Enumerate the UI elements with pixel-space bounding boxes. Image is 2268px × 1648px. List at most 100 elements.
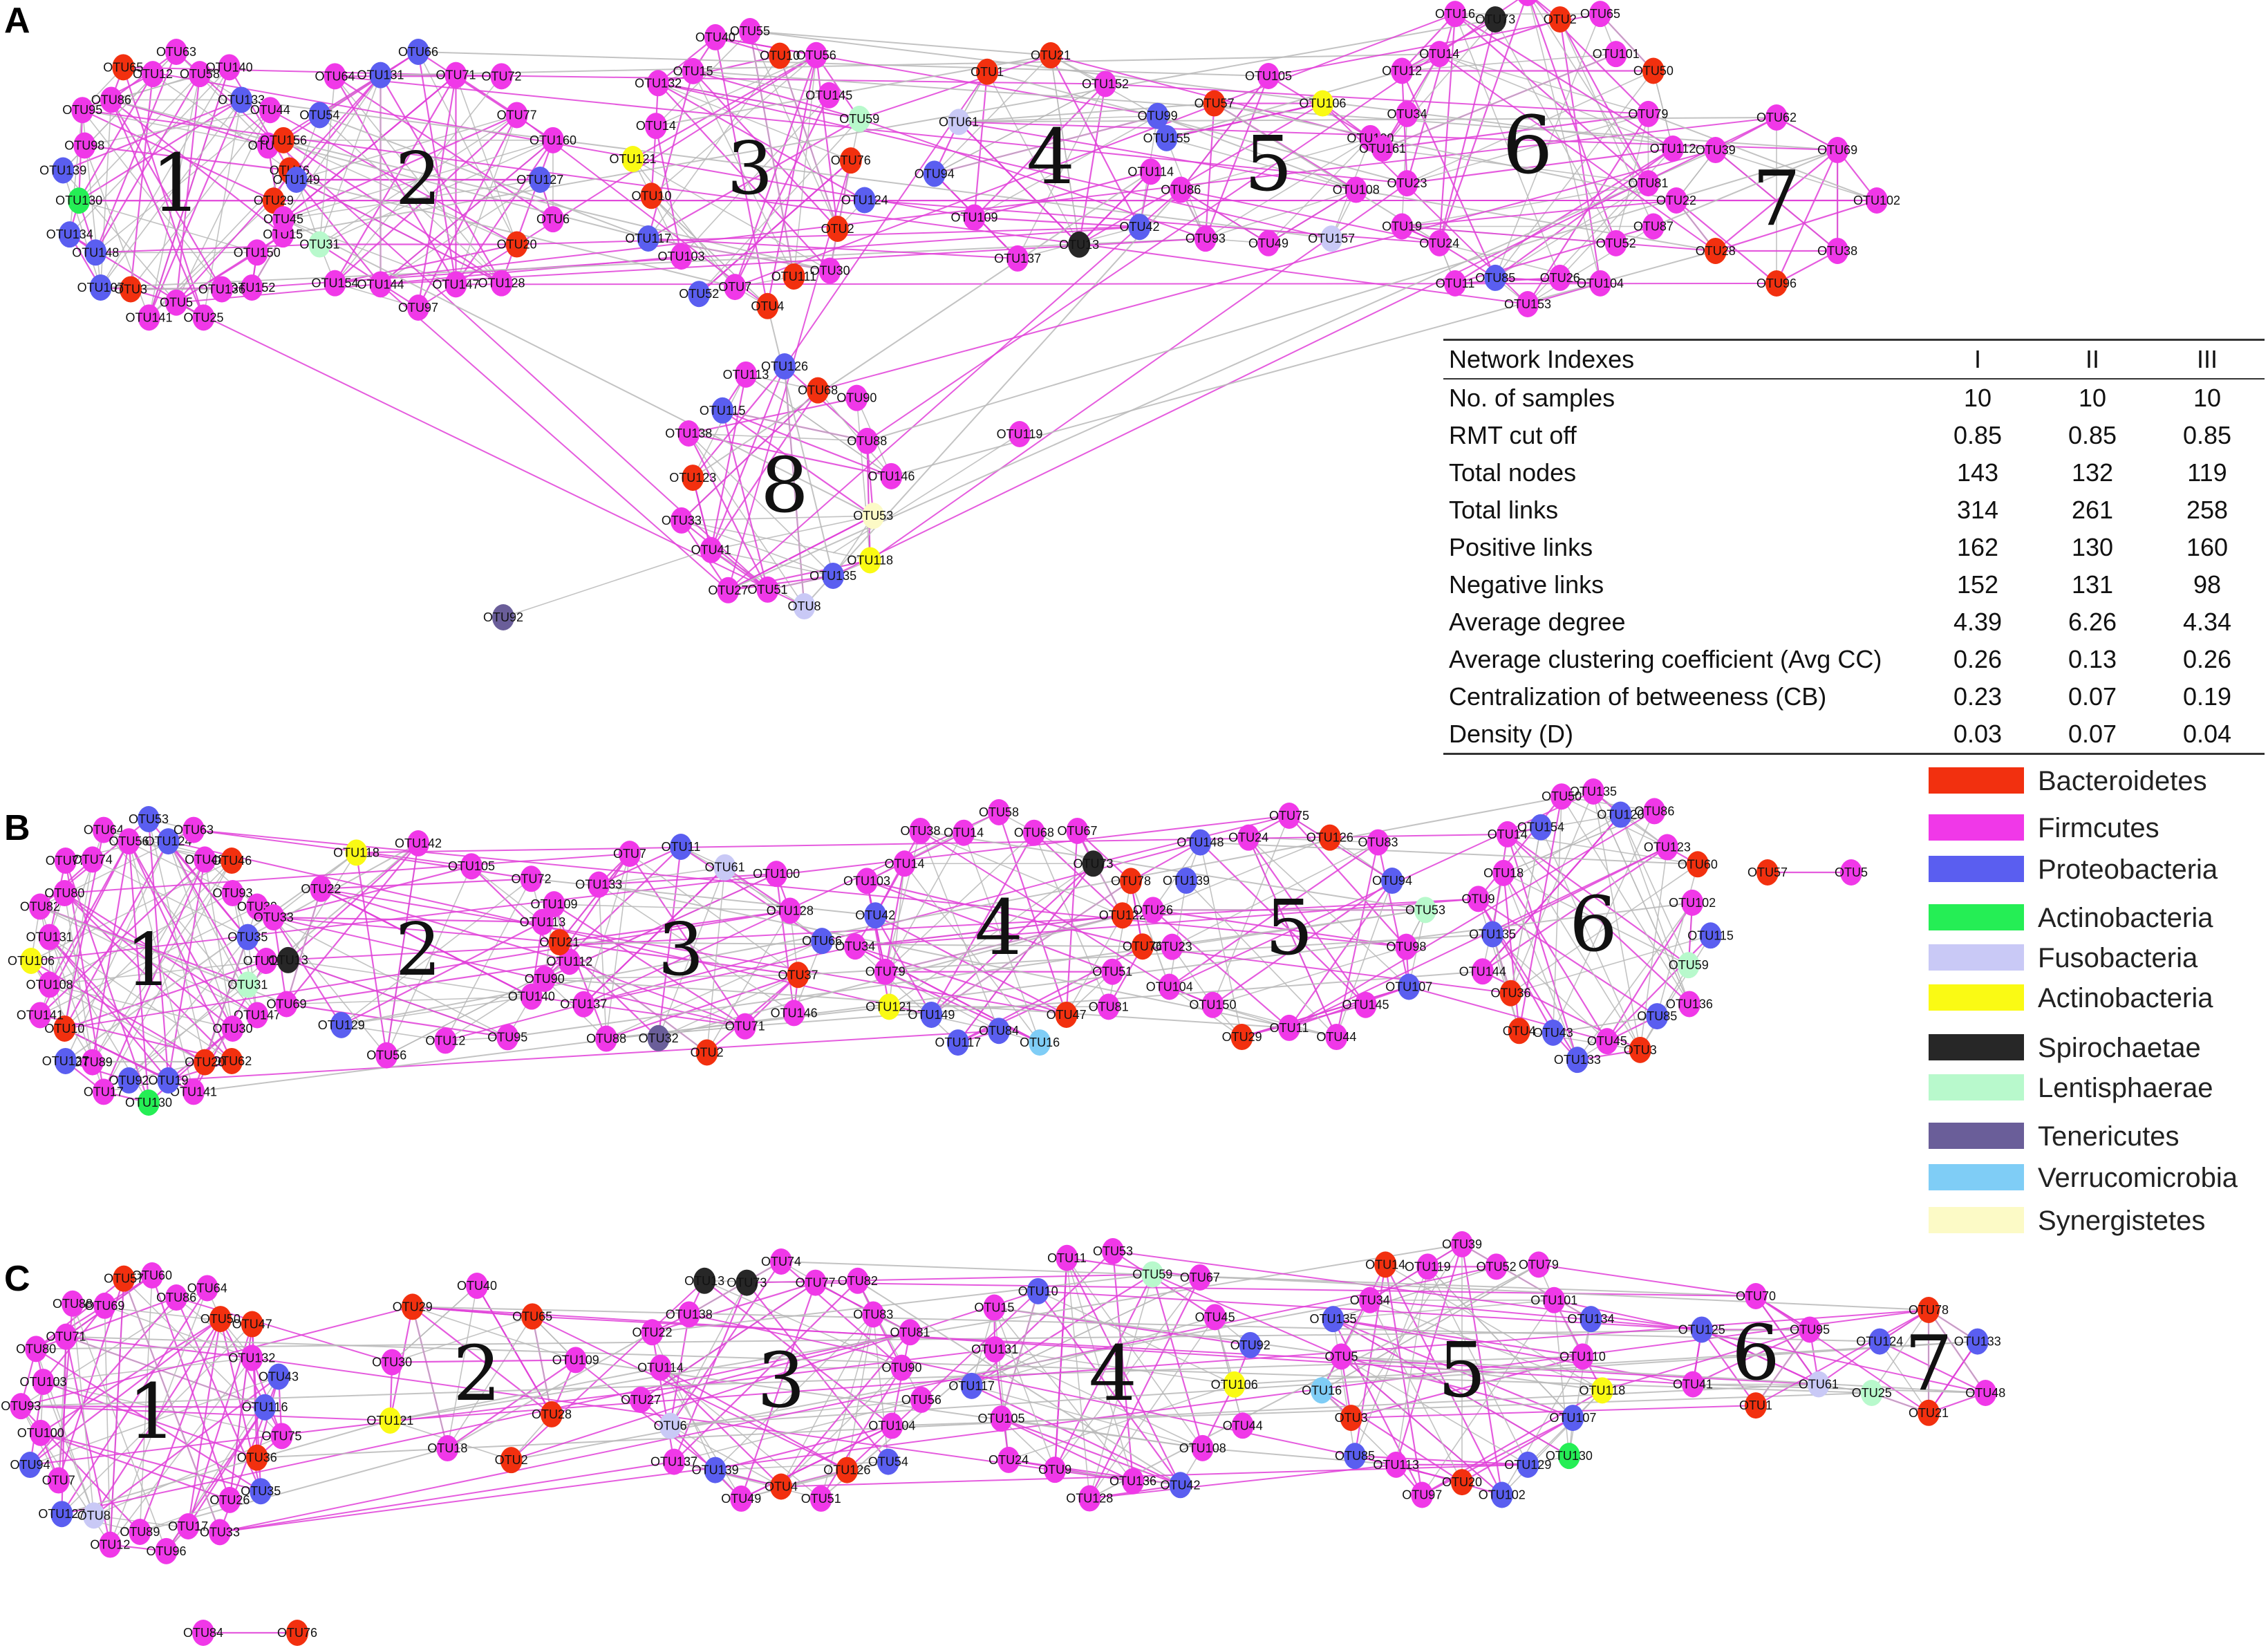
negative-link — [681, 520, 834, 577]
otu-node: OTU104 — [868, 1412, 915, 1439]
index-value-cell: 10 — [2193, 384, 2222, 412]
negative-link — [1494, 13, 1601, 279]
negative-link — [1879, 1341, 1929, 1414]
otu-node: OTU66 — [398, 39, 438, 65]
negative-link — [283, 218, 874, 517]
otu-node: OTU97 — [398, 294, 438, 321]
otu-node-label: OTU86 — [1161, 183, 1201, 197]
otu-node-label: OTU11 — [1047, 1251, 1087, 1265]
positive-link — [1481, 814, 1622, 973]
otu-node-label: OTU68 — [798, 384, 838, 397]
otu-node-label: OTU24 — [1419, 236, 1459, 250]
otu-node: OTU47 — [1047, 1001, 1087, 1028]
otu-node: OTU79 — [865, 958, 906, 985]
negative-link — [412, 1306, 1880, 1342]
otu-node-label: OTU121 — [366, 1414, 413, 1427]
otu-node-label: OTU124 — [1856, 1335, 1903, 1349]
otu-node-label: OTU24 — [988, 1453, 1029, 1467]
negative-link — [1407, 113, 1649, 184]
otu-node: OTU7 — [613, 841, 646, 868]
negative-link — [1461, 1244, 1591, 1320]
otu-node-label: OTU108 — [26, 977, 73, 991]
negative-link — [72, 1303, 167, 1552]
legend-item: Fusobacteria — [1929, 943, 2260, 973]
otu-node-label: OTU31 — [227, 977, 268, 991]
otu-node-label: OTU135 — [809, 569, 856, 583]
otu-node: OTU139 — [39, 157, 86, 184]
otu-node-label: OTU128 — [478, 277, 525, 290]
otu-node: OTU103 — [658, 243, 705, 270]
positive-link — [447, 1359, 577, 1449]
otu-node-label: OTU50 — [1541, 789, 1582, 803]
negative-link — [1000, 1418, 1056, 1470]
otu-node-label: OTU138 — [666, 1307, 713, 1321]
negative-link — [1639, 847, 1668, 1050]
negative-link — [283, 179, 541, 220]
negative-link — [1402, 53, 1616, 72]
negative-link — [930, 880, 1132, 1015]
otu-node: OTU141 — [125, 304, 173, 331]
index-value-cell: 10 — [1963, 384, 1992, 412]
otu-node-label: OTU141 — [125, 310, 172, 324]
positive-link — [722, 409, 874, 517]
otu-node: OTU144 — [357, 271, 404, 298]
otu-node-label: OTU90 — [836, 391, 877, 405]
otu-node: OTU114 — [1127, 158, 1174, 185]
otu-node-label: OTU145 — [1342, 998, 1389, 1012]
otu-node: OTU18 — [1483, 859, 1524, 886]
otu-node: OTU108 — [1179, 1434, 1226, 1461]
otu-node-label: OTU43 — [259, 1369, 299, 1383]
otu-node: OTU74 — [761, 1248, 801, 1275]
negative-link — [1928, 1309, 1986, 1394]
otu-node-label: OTU88 — [586, 1032, 626, 1046]
otu-node: OTU53 — [129, 806, 169, 832]
otu-node: OTU8 — [787, 593, 821, 620]
positive-link — [728, 559, 870, 591]
otu-node-label: OTU140 — [508, 990, 555, 1004]
otu-node-label: OTU138 — [665, 427, 712, 440]
otu-node: OTU68 — [798, 377, 838, 404]
positive-link — [286, 961, 570, 1005]
otu-node-circle — [670, 243, 693, 270]
otu-node: OTU20 — [185, 1049, 225, 1076]
otu-node: OTU4 — [1503, 1018, 1536, 1045]
negative-link — [1494, 71, 1654, 279]
otu-node-label: OTU4 — [1503, 1024, 1536, 1038]
otu-node-label: OTU33 — [254, 910, 294, 924]
legend-item: Tenericutes — [1929, 1121, 2260, 1152]
positive-link — [1288, 880, 1393, 1029]
otu-node-circle — [541, 206, 564, 233]
positive-link — [846, 1291, 1039, 1471]
otu-node: OTU103 — [843, 868, 890, 895]
otu-node: OTU14 — [636, 113, 676, 140]
otu-node-label: OTU31 — [299, 238, 339, 252]
negative-link — [986, 71, 1407, 185]
otu-node-label: OTU73 — [1475, 12, 1515, 26]
index-name-cell: Average clustering coefficient (Avg CC) — [1449, 645, 1882, 673]
otu-node-label: OTU160 — [529, 133, 577, 147]
negative-link — [1527, 225, 1654, 305]
otu-node-circle — [756, 292, 779, 319]
negative-link — [722, 409, 868, 442]
otu-node-circle — [84, 239, 107, 266]
otu-node-label: OTU121 — [609, 152, 656, 166]
table-header-cell: I — [1974, 345, 1981, 373]
otu-node-label: OTU56 — [901, 1393, 941, 1407]
negative-link — [100, 99, 242, 288]
negative-link — [1507, 834, 1641, 1051]
otu-node-label: OTU29 — [1222, 1030, 1262, 1044]
otu-node-label: OTU131 — [26, 930, 73, 944]
positive-link — [543, 853, 630, 980]
negative-link — [1715, 149, 1877, 201]
positive-link — [1755, 1309, 1929, 1406]
otu-node-circle — [704, 24, 727, 50]
otu-node-label: OTU2 — [495, 1453, 528, 1467]
positive-link — [740, 1425, 892, 1499]
otu-node-label: OTU103 — [20, 1375, 67, 1389]
otu-node: OTU27 — [708, 577, 748, 603]
positive-link — [1438, 53, 1716, 252]
negative-link — [1401, 182, 1649, 227]
otu-node: OTU154 — [311, 270, 359, 297]
otu-node-label: OTU5 — [1324, 1349, 1358, 1363]
otu-node-circle — [52, 157, 75, 184]
